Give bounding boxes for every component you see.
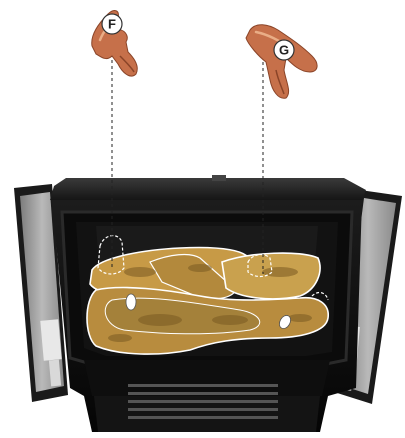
top-vent-knob [212,175,226,181]
log-f: F [92,11,138,77]
callout-label-f: F [108,17,116,32]
log-g: G [246,25,317,99]
log-set [87,236,328,354]
stove-top [50,175,366,200]
callout-label-g: G [279,43,289,58]
log-pin-marker-left [126,294,136,310]
left-door-label-plate [40,319,61,360]
stove-front-grille [84,360,330,432]
